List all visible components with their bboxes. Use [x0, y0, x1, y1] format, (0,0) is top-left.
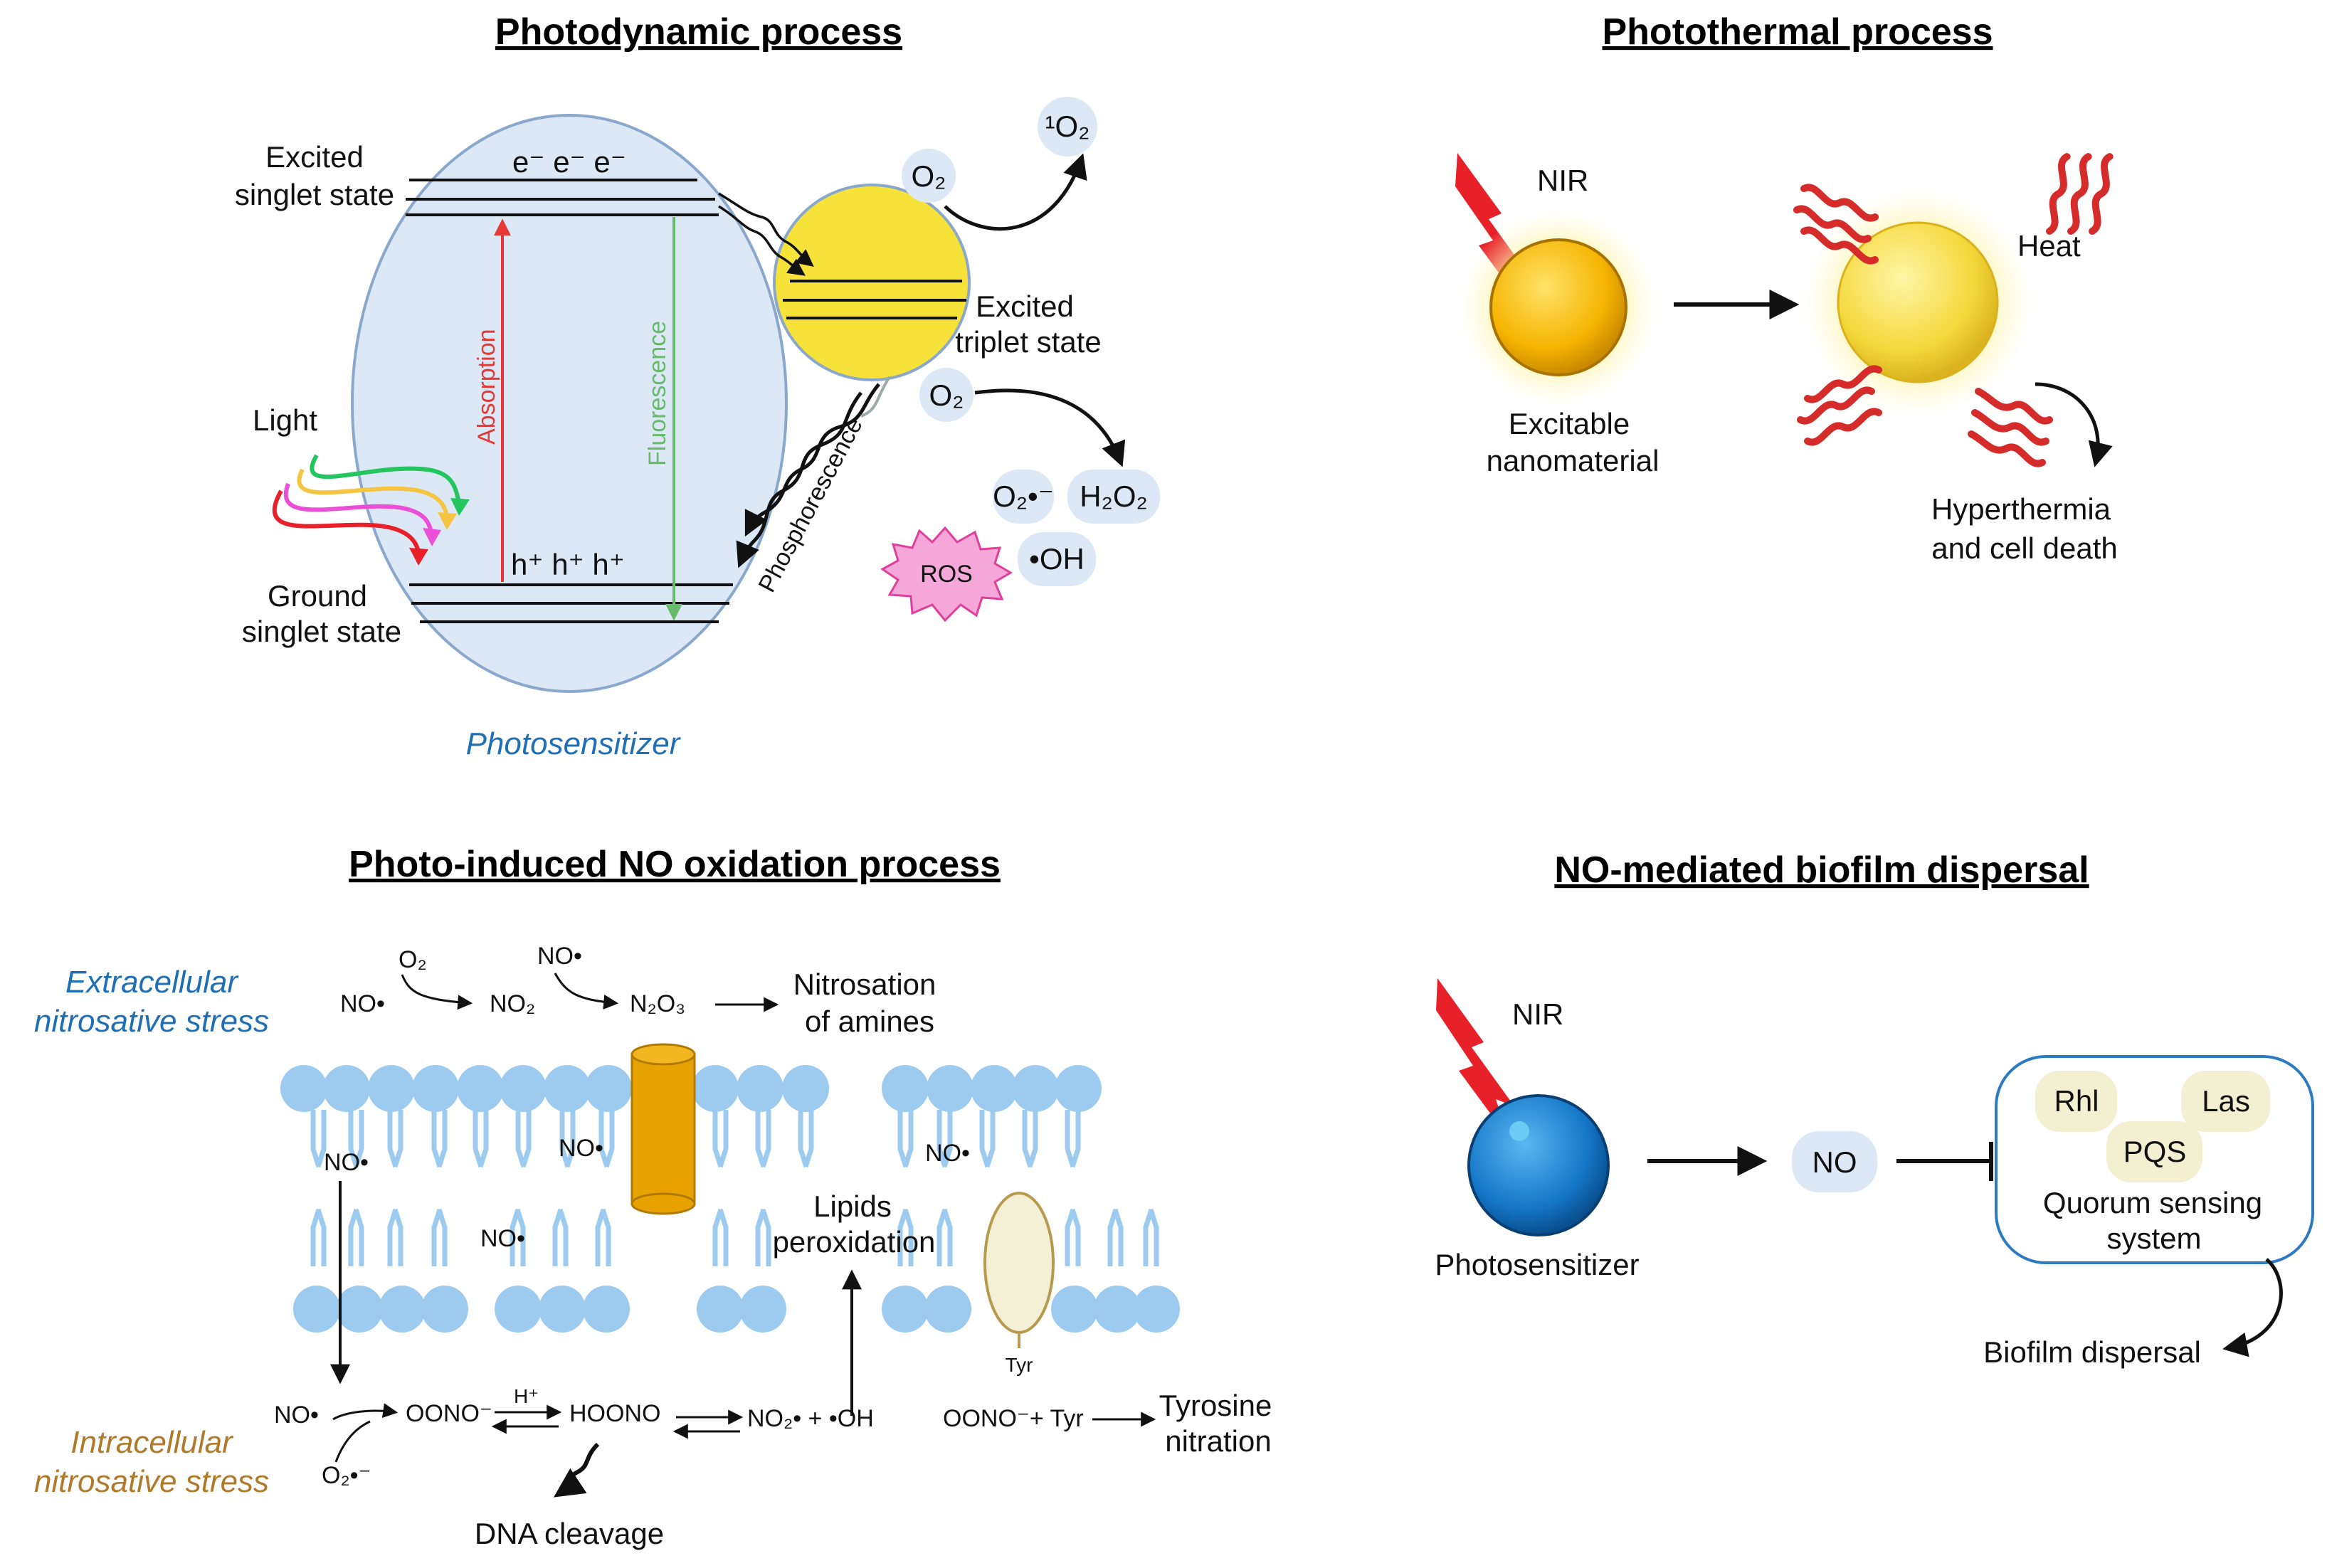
pqs-label: PQS	[2123, 1135, 2187, 1168]
intracellular-label-2: nitrosative stress	[34, 1464, 269, 1499]
electrons-label: e⁻ e⁻ e⁻	[512, 145, 626, 179]
no-radical-7: NO•	[274, 1402, 319, 1429]
phosphorescence-arrows	[736, 383, 880, 568]
heat-waves-icon	[1793, 153, 2114, 467]
heated-nanomaterial-sphere	[1837, 221, 1999, 383]
ground-singlet-label-1: Ground	[268, 579, 367, 613]
no-oxidation-title: Photo-induced NO oxidation process	[349, 844, 1001, 885]
h2o2-label: H₂O₂	[1080, 480, 1148, 513]
hyperthermia-label-1: Hyperthermia	[1931, 492, 2111, 526]
excited-singlet-label-2: singlet state	[235, 178, 394, 211]
fluorescence-label: Fluorescence	[644, 321, 671, 466]
photothermal-title: Photothermal process	[1602, 11, 1993, 53]
tyr-label: Tyr	[1006, 1354, 1033, 1376]
excitable-label-1: Excitable	[1509, 407, 1630, 440]
nir-lightning-icon-2	[1436, 978, 1514, 1138]
dna-cleavage-arrow	[554, 1442, 600, 1498]
excited-singlet-label-1: Excited	[265, 140, 364, 174]
excited-triplet-label-2: triplet state	[955, 325, 1101, 359]
las-label: Las	[2202, 1084, 2250, 1118]
extracellular-label-2: nitrosative stress	[34, 1004, 269, 1039]
no-label: NO	[1812, 1145, 1857, 1179]
ground-singlet-label-2: singlet state	[242, 615, 401, 648]
quorum-label-1: Quorum sensing	[2043, 1186, 2262, 1219]
o2-top-label: O₂	[912, 159, 946, 193]
photodynamic-panel: Photodynamic process Excited singlet sta…	[235, 11, 1160, 761]
hoono-label: HOONO	[569, 1400, 660, 1427]
hyperthermia-arrow	[2035, 382, 2113, 467]
no2-label: NO₂	[490, 990, 535, 1017]
excitable-nanomaterial-sphere	[1489, 238, 1627, 376]
ros-label: ROS	[920, 561, 973, 588]
oono-label: OONO⁻	[406, 1400, 492, 1427]
superoxide-label: O₂•⁻	[993, 480, 1054, 513]
photosensitizer-label: Photosensitizer	[466, 726, 682, 761]
photosensitizer-ellipse	[351, 114, 788, 693]
o2-mid-label: O₂	[929, 378, 964, 412]
hydroxyl-label: •OH	[1029, 542, 1085, 576]
light-label: Light	[253, 403, 317, 437]
no-radical-2: NO•	[537, 943, 582, 970]
oono-tyr-label: OONO⁻+ Tyr	[943, 1405, 1084, 1432]
nitrosation-label-1: Nitrosation	[793, 968, 936, 1001]
o2-label: O₂	[399, 946, 427, 973]
no2-oh-label: NO₂• + •OH	[747, 1405, 874, 1432]
ros-starburst	[880, 526, 1013, 623]
singlet-o2-label: ¹O₂	[1045, 110, 1090, 143]
o2-to-products-arrow	[974, 388, 1126, 467]
no-oxidation-panel: Photo-induced NO oxidation process Extra…	[34, 844, 1272, 1550]
biofilm-title: NO-mediated biofilm dispersal	[1554, 849, 2089, 891]
excited-triplet-label-1: Excited	[976, 290, 1074, 323]
no-chip	[1792, 1131, 1877, 1192]
h-plus-label: H⁺	[514, 1385, 539, 1407]
holes-label: h⁺ h⁺ h⁺	[511, 548, 625, 581]
membrane-channel	[630, 1043, 696, 1215]
intersystem-crossing-arrows	[718, 192, 814, 276]
tyrosine-label-1: Tyrosine	[1159, 1389, 1272, 1422]
rhl-label: Rhl	[2054, 1084, 2099, 1118]
lipids-label-1: Lipids	[813, 1190, 892, 1223]
no-radical-1: NO•	[340, 990, 385, 1017]
o2-to-singlet-arrow	[944, 153, 1087, 231]
hyperthermia-label-2: and cell death	[1931, 531, 2118, 565]
biofilm-panel: NO-mediated biofilm dispersal NIR Photos…	[1435, 849, 2314, 1369]
heat-label: Heat	[2017, 229, 2081, 263]
nitrosation-label-2: of amines	[805, 1005, 934, 1038]
excited-singlet-levels	[406, 179, 719, 216]
nir-label: NIR	[1537, 164, 1588, 197]
biofilm-nir-label: NIR	[1512, 997, 1563, 1031]
dispersal-arrow	[2222, 1258, 2283, 1357]
tyrosine-label-2: nitration	[1165, 1424, 1271, 1458]
photothermal-panel: Photothermal process NIR Excitable nanom…	[1455, 11, 2118, 565]
quorum-label-2: system	[2106, 1222, 2201, 1255]
o2-mid-chip	[919, 368, 973, 422]
lipids-label-2: peroxidation	[773, 1225, 936, 1259]
o2-top-chip	[902, 149, 956, 203]
light-rays	[272, 454, 461, 552]
intracellular-superoxide: O₂•⁻	[322, 1462, 371, 1489]
intracellular-label-1: Intracellular	[70, 1425, 234, 1460]
superoxide-chip	[993, 470, 1054, 524]
no-radical-6: NO•	[925, 1140, 970, 1167]
absorption-label: Absorption	[473, 329, 500, 445]
extracellular-label-1: Extracellular	[65, 965, 239, 1000]
tyr-protein	[983, 1192, 1055, 1334]
n2o3-label: N₂O₃	[630, 990, 685, 1017]
excitable-label-2: nanomaterial	[1487, 444, 1659, 477]
dispersal-label: Biofilm dispersal	[1983, 1335, 2201, 1369]
biofilm-photosensitizer-sphere	[1467, 1094, 1610, 1236]
h2o2-chip	[1067, 470, 1160, 524]
no-radical-5: NO•	[480, 1225, 525, 1252]
no-radical-3: NO•	[324, 1149, 369, 1176]
membrane-bilayer	[280, 1065, 1180, 1333]
hydroxyl-chip	[1018, 532, 1096, 586]
no-radical-4: NO•	[559, 1135, 603, 1162]
ground-singlet-levels	[409, 583, 733, 623]
biofilm-photosensitizer-label: Photosensitizer	[1435, 1248, 1639, 1281]
photodynamic-title: Photodynamic process	[495, 11, 902, 53]
dna-label: DNA cleavage	[475, 1517, 664, 1550]
singlet-o2-chip	[1038, 97, 1097, 157]
